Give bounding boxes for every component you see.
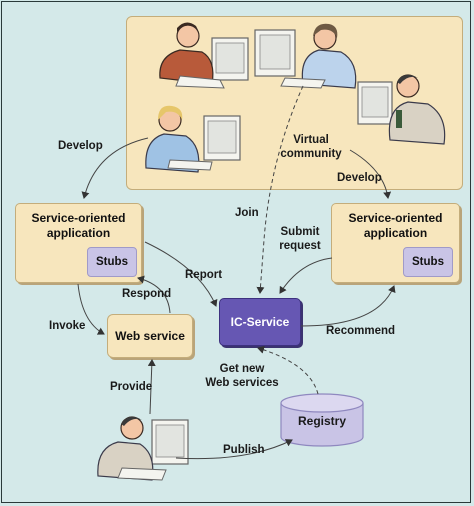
soa-right-stubs: Stubs [403,247,453,277]
soa-left-stubs: Stubs [87,247,137,277]
invoke-arrow [77,283,105,335]
registry-label: Registry [297,414,347,428]
report-arrow [144,241,218,307]
develop-left-arrow [81,137,149,199]
join-arrow [256,85,304,294]
label-provide: Provide [110,381,153,393]
label-develop-right: Develop [337,172,382,184]
web-service-node: Web service [107,314,193,358]
woman-on-headset-at-computer [145,105,241,173]
publish-arrow [175,439,293,460]
businessman-at-computer [159,22,249,89]
recommend-arrow [300,285,396,327]
label-join: Join [235,207,259,219]
label-develop-left: Develop [58,140,103,152]
submit-request-arrow [279,257,333,294]
develop-right-arrow [349,149,392,199]
label-recommend: Recommend [326,325,396,337]
label-invoke: Invoke [49,320,86,332]
label-submit-request: Submit request [279,226,321,252]
soa-right-title: Service-oriented application [348,211,443,240]
soa-left-box: Service-oriented application Stubs [15,203,142,283]
soa-left-title: Service-oriented application [31,211,126,240]
provide-arrow [147,359,156,415]
label-report: Report [185,269,223,281]
label-publish: Publish [223,444,265,456]
label-get-new-web-services: Get new Web services [205,363,279,389]
ic-service-node: IC-Service [219,298,301,346]
respond-arrow [137,275,171,314]
woman-at-computer [254,23,357,89]
label-respond: Respond [122,288,172,300]
developer-at-computer [97,416,189,481]
man-on-phone-at-computer [357,74,446,145]
registry-cylinder [280,393,364,447]
soa-right-box: Service-oriented application Stubs [331,203,460,283]
label-virtual-community: Virtual community [280,134,342,160]
